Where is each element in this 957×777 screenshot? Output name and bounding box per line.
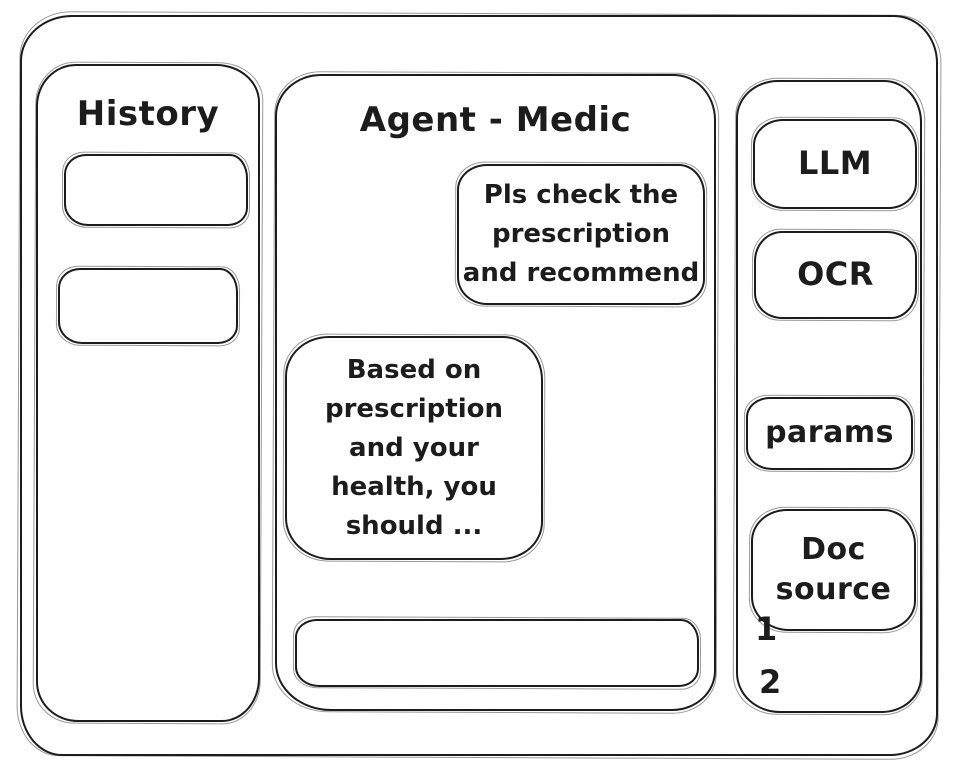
- history-panel: History: [36, 64, 260, 722]
- history-item[interactable]: [64, 154, 248, 226]
- tools-panel: LLM OCR params Doc source 1 2: [736, 80, 922, 713]
- chat-input[interactable]: [297, 621, 697, 685]
- doc-source-button[interactable]: Doc source: [751, 509, 916, 631]
- doc-source-item-1[interactable]: 1: [755, 610, 778, 648]
- params-button[interactable]: params: [746, 397, 913, 470]
- assistant-message-bubble: Based on prescription and your health, y…: [285, 336, 543, 560]
- chat-panel: Agent - Medic Pls check the prescription…: [275, 74, 716, 711]
- history-item[interactable]: [58, 268, 238, 344]
- chat-panel-title: Agent - Medic: [359, 100, 632, 140]
- doc-source-item-2[interactable]: 2: [759, 663, 782, 701]
- chat-input-container: [295, 619, 699, 687]
- ocr-button[interactable]: OCR: [754, 231, 917, 319]
- llm-button[interactable]: LLM: [753, 119, 917, 209]
- history-panel-title: History: [76, 94, 220, 134]
- user-message-bubble: Pls check the prescription and recommend: [457, 164, 705, 305]
